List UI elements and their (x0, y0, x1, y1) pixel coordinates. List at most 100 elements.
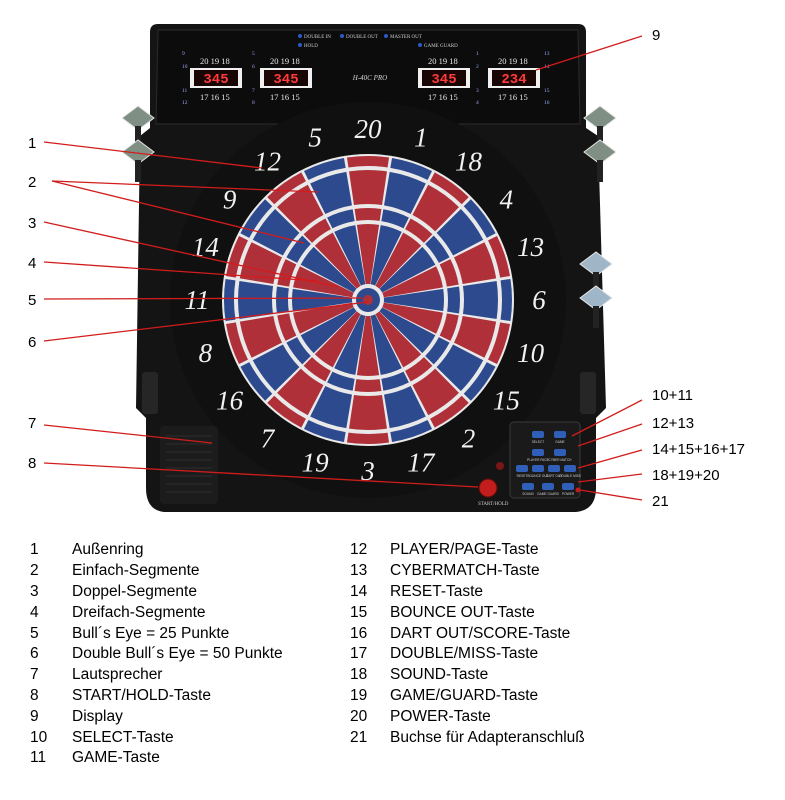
legend-label: Buchse für Adapteranschluß (390, 728, 585, 746)
leader-lines (43, 35, 643, 501)
board-number: 11 (185, 285, 210, 315)
svg-text:5: 5 (252, 51, 255, 57)
double-segment (226, 235, 248, 278)
double-segment (346, 156, 390, 168)
legend-number: 14 (350, 582, 368, 600)
inner-single-segment (356, 224, 380, 285)
dart (121, 139, 155, 182)
legend-item: 5 Bull´s Eye = 25 Punkte (30, 623, 283, 644)
legend-label: SOUND-Taste (390, 666, 489, 684)
legend-label: GAME/GUARD-Taste (390, 686, 539, 704)
callout-6: 6 (28, 334, 36, 351)
legend-item: 21 Buchse für Adapteranschluß (350, 727, 585, 748)
legend-label: DOUBLE/MISS-Taste (390, 645, 539, 663)
legend-number: 9 (30, 707, 39, 725)
inner-single-segment (379, 307, 436, 354)
double-segment (267, 172, 306, 205)
callout-5: 5 (28, 292, 36, 309)
svg-text:11: 11 (182, 88, 188, 94)
inner-single-segment (356, 315, 380, 376)
panel-button[interactable] (532, 431, 544, 438)
inner-single-segment (293, 302, 354, 334)
legend-label: Display (72, 707, 123, 725)
outer-single-segment (252, 209, 300, 256)
svg-text:4: 4 (476, 100, 479, 106)
triple-segment (354, 379, 382, 393)
score-display-1: 20 19 18 345 17 16 15 (190, 56, 242, 102)
model-name: H-40C PRO (352, 74, 387, 82)
legend-label: Dreifach-Segmente (72, 603, 206, 621)
svg-text:16: 16 (544, 100, 550, 106)
board-number: 2 (462, 423, 476, 453)
triple-segment (425, 337, 450, 365)
panel-button[interactable] (562, 483, 574, 490)
legend-label: BOUNCE OUT-Taste (390, 603, 535, 621)
double-segment (240, 362, 273, 401)
legend-label: RESET-Taste (390, 582, 484, 600)
double-segment (267, 395, 306, 428)
callout-14-17: 14+15+16+17 (652, 441, 745, 458)
legend-label: Bull´s Eye = 25 Punkte (72, 624, 230, 642)
legend-number: 21 (350, 728, 368, 746)
legend-number: 15 (350, 603, 368, 621)
outer-single-segment (349, 169, 387, 206)
svg-text:20 19 18: 20 19 18 (270, 56, 300, 66)
double-segment (500, 278, 512, 322)
score-display-2: 20 19 18 345 17 16 15 (260, 56, 312, 102)
inner-single-segment (382, 266, 443, 298)
callout-9: 9 (652, 27, 660, 44)
panel-button[interactable] (532, 465, 544, 472)
panel-button[interactable] (516, 465, 528, 472)
legend-label: GAME-Taste (72, 749, 160, 767)
triple-segment (277, 313, 297, 341)
triple-segment (354, 208, 382, 221)
dartboard-diagram: DOUBLE IN DOUBLE OUT MASTER OUT HOLD GAM… (28, 24, 745, 512)
panel-button-label: SELECT (532, 440, 544, 444)
adapter-jack (575, 487, 581, 493)
panel-button[interactable] (522, 483, 534, 490)
panel-button[interactable] (564, 465, 576, 472)
legend-number: 5 (30, 624, 39, 642)
panel-button[interactable] (554, 449, 566, 456)
triple-segment (286, 337, 311, 365)
legend-number: 3 (30, 582, 39, 600)
triple-segment (277, 259, 297, 287)
triple-segment (439, 259, 459, 287)
panel-button[interactable] (548, 465, 560, 472)
legend-number: 16 (350, 624, 368, 642)
svg-text:2: 2 (476, 64, 479, 70)
callout-8: 8 (28, 455, 36, 472)
panel-button-label: POWER (562, 492, 575, 496)
legend-number: 2 (30, 562, 39, 580)
double-segment (390, 158, 433, 180)
inner-single-segment (300, 246, 357, 293)
panel-button[interactable] (542, 483, 554, 490)
svg-text:345: 345 (431, 72, 456, 88)
svg-text:9: 9 (182, 51, 185, 57)
callout-3: 3 (28, 215, 36, 232)
double-segment (430, 395, 469, 428)
panel-button[interactable] (532, 449, 544, 456)
board-number: 17 (407, 448, 436, 478)
outer-single-segment (436, 344, 484, 391)
svg-text:13: 13 (544, 51, 550, 57)
legend-number: 1 (30, 541, 39, 559)
legend-number: 6 (30, 645, 39, 663)
start-hold-button[interactable] (478, 478, 498, 498)
callout-4: 4 (28, 255, 36, 272)
legend-label: DART OUT/SCORE-Taste (390, 624, 571, 642)
board-number: 12 (254, 147, 281, 177)
svg-text:17 16 15: 17 16 15 (498, 92, 528, 102)
legend-item: 14 RESET-Taste (350, 582, 585, 603)
legend-label: Double Bull´s Eye = 50 Punkte (72, 645, 283, 663)
board-number: 20 (355, 114, 383, 144)
triple-segment (405, 218, 433, 243)
double-segment (390, 420, 433, 442)
panel-button[interactable] (554, 431, 566, 438)
